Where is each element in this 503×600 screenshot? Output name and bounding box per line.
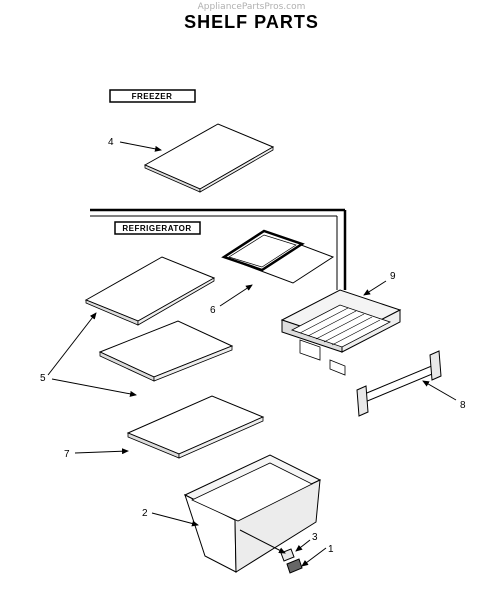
- crisper-drawer: [183, 454, 322, 573]
- drawer-clip-3: [280, 548, 295, 562]
- callout-1: 1: [328, 544, 334, 555]
- callout-6: 6: [210, 305, 216, 316]
- callout-8: 8: [460, 400, 466, 411]
- refrigerator-shelf-lower: [126, 395, 265, 459]
- callout-9: 9: [390, 271, 396, 282]
- crisper-cover: [221, 229, 335, 284]
- refrigerator-divider: [90, 208, 347, 290]
- freezer-glass-shelf: [143, 123, 275, 193]
- freezer-label-text: FREEZER: [132, 92, 173, 101]
- refrigerator-section-label: REFRIGERATOR: [114, 221, 201, 235]
- callout-2: 2: [142, 508, 148, 519]
- callout-3: 3: [312, 532, 318, 543]
- watermark-text: AppliancePartsPros.com: [197, 2, 306, 12]
- page-title: SHELF PARTS: [184, 12, 319, 32]
- callout-4: 4: [108, 137, 114, 148]
- drawer-stop-1: [286, 558, 303, 574]
- crisper-frame: [280, 289, 402, 376]
- refrigerator-shelf-middle: [98, 320, 234, 382]
- refrigerator-label-text: REFRIGERATOR: [122, 224, 191, 233]
- crisper-slide-rail: [356, 350, 442, 417]
- callout-5: 5: [40, 373, 46, 384]
- leader-lines: [47, 141, 457, 567]
- refrigerator-shelf-upper: [84, 256, 216, 326]
- callout-7: 7: [64, 449, 70, 460]
- freezer-section-label: FREEZER: [109, 89, 196, 103]
